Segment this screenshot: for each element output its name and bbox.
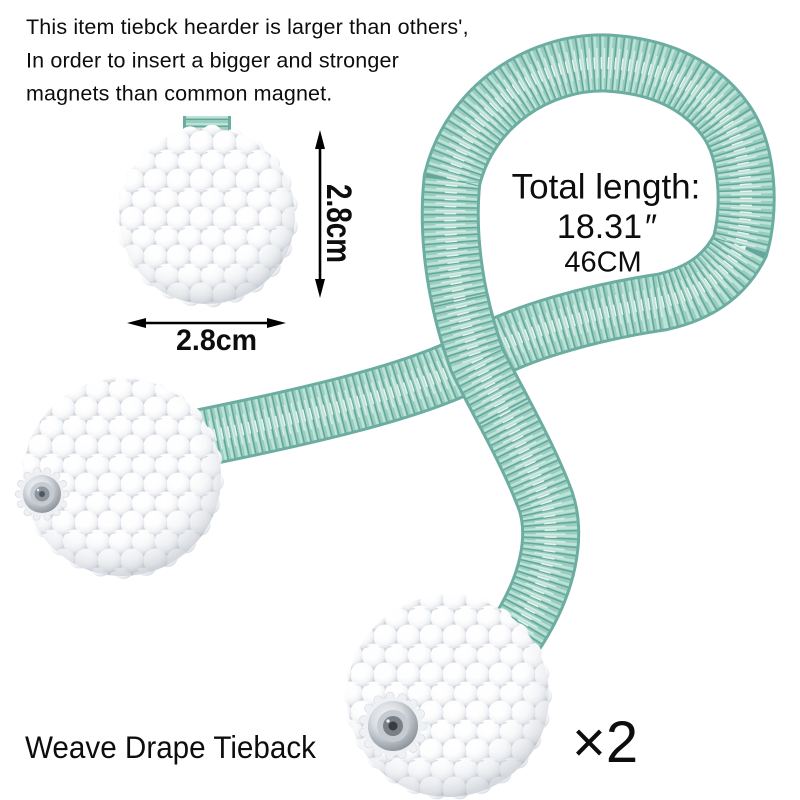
svg-text:2.8cm: 2.8cm xyxy=(176,324,257,357)
svg-text:Total length:: Total length: xyxy=(512,168,701,207)
svg-text:In order to insert a bigger an: In order to insert a bigger and stronger xyxy=(26,48,399,72)
svg-text:This item tiebck hearder is la: This item tiebck hearder is larger than … xyxy=(26,15,469,39)
svg-text:18.31″: 18.31″ xyxy=(557,208,657,246)
svg-text:×2: ×2 xyxy=(572,710,638,775)
svg-text:Weave Drape Tieback: Weave Drape Tieback xyxy=(25,729,316,765)
svg-text:46CM: 46CM xyxy=(564,247,641,279)
svg-text:magnets than common magnet.: magnets than common magnet. xyxy=(26,82,332,106)
svg-text:2.8cm: 2.8cm xyxy=(319,184,358,263)
